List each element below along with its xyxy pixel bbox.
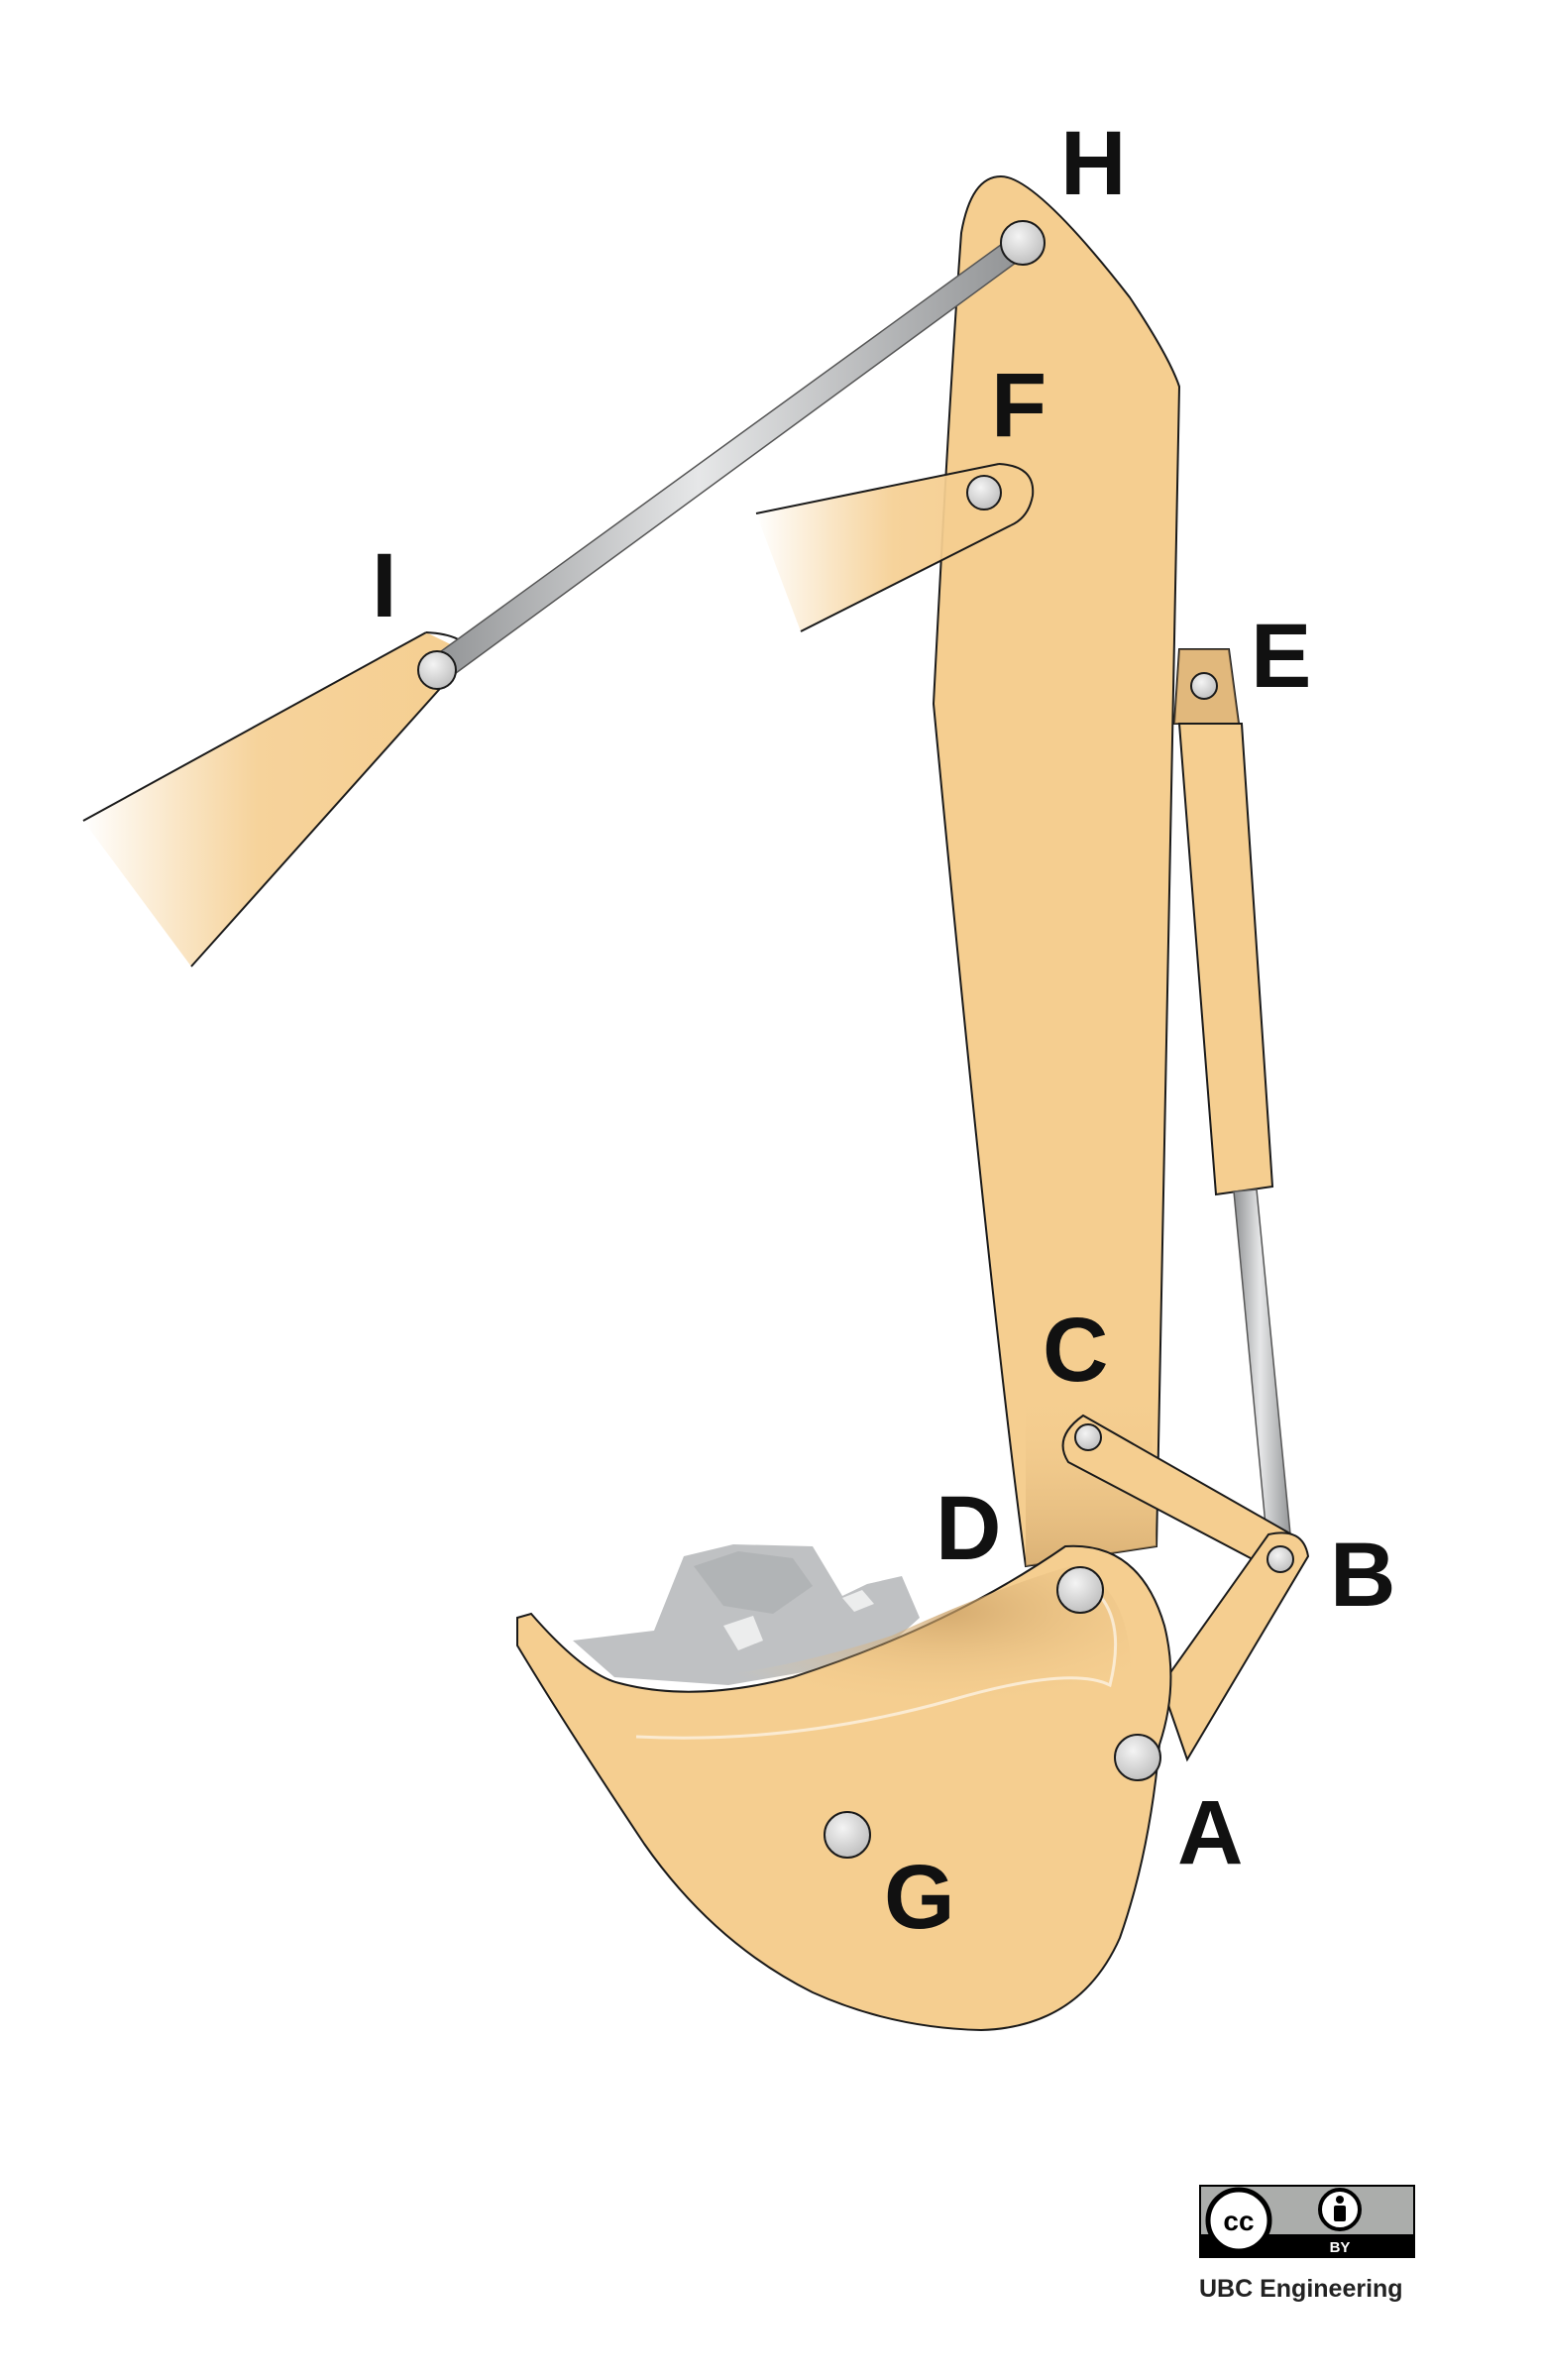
boom-stub-i — [82, 631, 472, 967]
pin-h — [1000, 220, 1046, 266]
credit-text: UBC Engineering — [1199, 2275, 1403, 2303]
attribution-icon — [1318, 2188, 1362, 2231]
label-i: I — [372, 535, 397, 636]
label-d: D — [936, 1478, 1001, 1579]
piston-rod — [1233, 1189, 1293, 1557]
pin-joints — [417, 220, 1294, 1859]
cc-by-badge: cc BY — [1199, 2185, 1415, 2258]
label-f: F — [991, 355, 1046, 456]
pin-b — [1267, 1545, 1294, 1573]
cylinder-barrel — [1177, 723, 1274, 1196]
cc-icon — [1205, 2187, 1272, 2254]
label-e: E — [1251, 606, 1311, 707]
label-g: G — [884, 1847, 955, 1948]
bucket — [516, 1544, 1172, 2032]
boom-stub-f — [755, 463, 1035, 632]
pin-d — [1056, 1566, 1104, 1614]
label-a: A — [1177, 1782, 1243, 1883]
link-ba — [1159, 1531, 1310, 1762]
pin-f — [966, 475, 1002, 510]
label-c: C — [1043, 1300, 1108, 1401]
pin-c — [1074, 1423, 1102, 1451]
label-h: H — [1060, 113, 1126, 214]
pin-a — [1114, 1734, 1161, 1781]
rocks — [573, 1544, 920, 1685]
by-text: BY — [1330, 2239, 1351, 2256]
label-b: B — [1330, 1525, 1395, 1626]
pin-g — [824, 1811, 871, 1859]
point-labels: H F I E C D B A G — [372, 113, 1395, 1948]
pin-e — [1190, 672, 1218, 700]
cc-icon-text: cc — [1223, 2206, 1254, 2236]
pin-i — [417, 650, 457, 690]
